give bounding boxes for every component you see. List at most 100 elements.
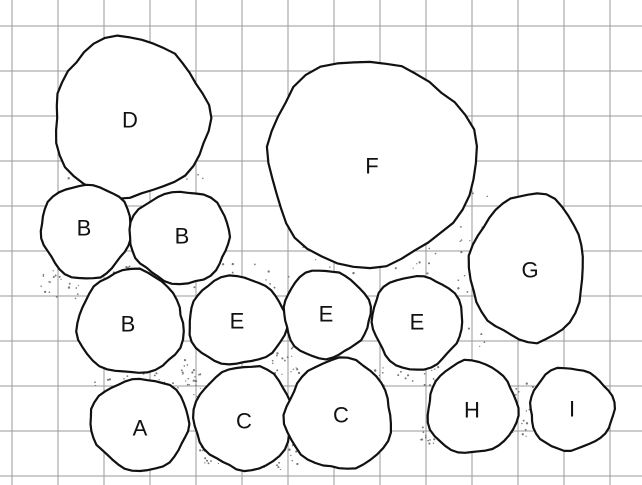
gravel-dot xyxy=(425,435,427,437)
gravel-dot xyxy=(53,276,55,278)
stone-e2: E xyxy=(284,271,371,360)
gravel-dot xyxy=(435,253,437,255)
gravel-dot xyxy=(43,274,45,276)
gravel-dot xyxy=(126,375,128,377)
gravel-dot xyxy=(48,281,49,282)
gravel-dot xyxy=(281,357,283,359)
gravel-dot xyxy=(382,372,384,374)
gravel-dot xyxy=(526,422,528,424)
gravel-dot xyxy=(69,283,71,285)
gravel-dot xyxy=(296,368,298,370)
gravel-dot xyxy=(521,423,523,425)
gravel-dot xyxy=(265,279,267,281)
gravel-dot xyxy=(315,259,316,260)
gravel-dot xyxy=(423,431,425,433)
gravel-dot xyxy=(532,386,534,388)
gravel-dot xyxy=(522,433,524,435)
gravel-dot xyxy=(193,394,194,395)
gravel-dot xyxy=(526,410,527,411)
gravel-dot xyxy=(433,442,434,443)
gravel-dot xyxy=(433,438,435,440)
gravel-dot xyxy=(109,378,111,380)
gravel-dot xyxy=(429,384,431,386)
gravel-dot xyxy=(44,291,46,293)
gravel-dot xyxy=(523,420,525,422)
gravel-dot xyxy=(278,462,280,464)
gravel-dot xyxy=(187,364,189,366)
gravel-dot xyxy=(204,462,205,463)
gravel-dot xyxy=(77,293,79,295)
gravel-dot xyxy=(291,356,292,357)
gravel-dot xyxy=(269,283,271,285)
stone-label: H xyxy=(464,398,480,423)
gravel-dot xyxy=(191,371,193,373)
gravel-dot xyxy=(425,437,427,439)
gravel-dot xyxy=(437,366,439,368)
gravel-dot xyxy=(185,380,186,381)
gravel-dot xyxy=(232,263,234,265)
gravel-dot xyxy=(379,375,380,376)
gravel-dot xyxy=(515,394,517,396)
gravel-dot xyxy=(95,385,96,386)
gravel-dot xyxy=(177,387,179,389)
gravel-dot xyxy=(254,264,256,266)
gravel-dot xyxy=(296,367,297,368)
stone-label: C xyxy=(236,409,252,434)
gravel-dot xyxy=(459,240,461,242)
gravel-dot xyxy=(232,272,234,274)
gravel-dot xyxy=(292,460,293,461)
gravel-dot xyxy=(40,285,42,287)
gravel-dot xyxy=(183,372,184,373)
gravel-dot xyxy=(419,261,421,263)
gravel-dot xyxy=(68,286,70,288)
gravel-dot xyxy=(290,371,291,372)
gravel-dot xyxy=(420,439,421,440)
gravel-dot xyxy=(94,381,96,383)
gravel-dot xyxy=(154,374,156,376)
gravel-dot xyxy=(382,367,383,368)
stone-label: G xyxy=(521,258,538,283)
gravel-dot xyxy=(426,272,428,274)
gravel-dot xyxy=(188,378,190,380)
gravel-dot xyxy=(202,178,203,179)
stone-f: F xyxy=(267,62,477,268)
gravel-dot xyxy=(518,391,520,393)
gravel-dot xyxy=(193,369,195,371)
gravel-dot xyxy=(195,380,197,382)
gravel-dot xyxy=(407,374,409,376)
gravel-dot xyxy=(525,436,526,437)
gravel-dot xyxy=(195,384,197,386)
gravel-dot xyxy=(187,384,189,386)
gravel-dot xyxy=(428,443,430,445)
gravel-dot xyxy=(284,360,286,362)
gravel-dot xyxy=(480,333,482,335)
gravel-dot xyxy=(280,469,281,470)
gravel-dot xyxy=(460,251,462,253)
gravel-dot xyxy=(427,440,429,442)
gravel-dot xyxy=(479,346,480,347)
gravel-dot xyxy=(272,360,274,362)
gravel-dot xyxy=(43,276,44,277)
stone-label: I xyxy=(569,397,575,422)
stone-b3: B xyxy=(76,269,184,373)
stone-label: B xyxy=(175,224,190,249)
gravel-dot xyxy=(49,291,51,293)
gravel-dot xyxy=(290,455,291,456)
gravel-dot xyxy=(400,371,402,373)
gravel-dot xyxy=(413,268,414,269)
stone-c2: C xyxy=(284,357,391,468)
gravel-dot xyxy=(268,270,270,272)
gravel-dot xyxy=(128,266,130,268)
gravel-dot xyxy=(222,263,224,265)
stone-label: B xyxy=(121,312,136,337)
gravel-dot xyxy=(199,373,201,375)
gravel-dot xyxy=(60,279,61,280)
gravel-dot xyxy=(276,352,278,354)
gravel-dot xyxy=(181,369,183,371)
gravel-dot xyxy=(460,226,462,228)
gravel-dot xyxy=(193,380,195,382)
gravel-dot xyxy=(197,174,199,176)
gravel-dot xyxy=(53,270,54,271)
